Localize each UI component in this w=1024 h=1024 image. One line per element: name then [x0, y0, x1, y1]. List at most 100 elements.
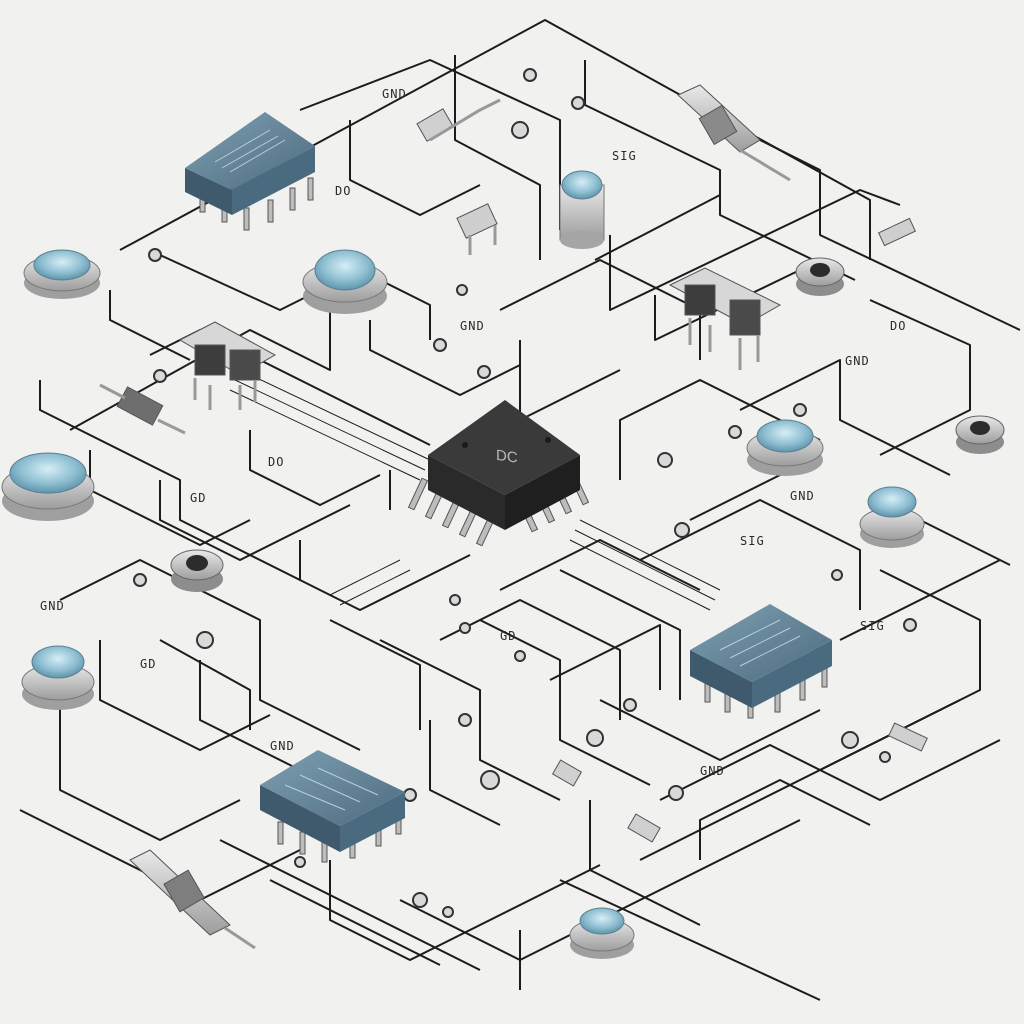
solder-pad: [449, 594, 461, 606]
trace: [699, 779, 871, 860]
trace: [639, 699, 961, 861]
solder-pad: [571, 96, 585, 110]
ic-top-left: [185, 112, 315, 231]
hex-nut: [170, 549, 224, 592]
trace: [159, 480, 351, 561]
resistor: [99, 383, 186, 435]
solder-pad: [458, 713, 472, 727]
solder-pad: [514, 650, 526, 662]
solder-pad: [793, 403, 807, 417]
trace: [429, 720, 501, 826]
label-sig: SIG: [612, 149, 637, 163]
solder-pad: [657, 452, 673, 468]
trace: [159, 639, 251, 730]
small-components: [99, 84, 928, 950]
solder-pad: [294, 856, 306, 868]
trace: [199, 660, 301, 771]
solder-pad: [674, 522, 690, 538]
trace: [159, 254, 431, 340]
solder-pad: [523, 68, 537, 82]
push-button: [859, 486, 925, 548]
connector: [456, 203, 498, 255]
solder-pad: [153, 369, 167, 383]
text-labels: GND GND GND GND GND GND GND SIG SIG SIG …: [40, 87, 905, 778]
solder-pad: [668, 785, 684, 801]
trace: [839, 559, 1001, 641]
central-chip: DC: [407, 400, 590, 547]
trace: [574, 529, 716, 601]
trace: [559, 879, 821, 1001]
cylinder-cap: [559, 170, 605, 249]
solder-pad: [728, 425, 742, 439]
ic-bottom-right: [690, 604, 832, 719]
metal-nuts: [170, 257, 1005, 592]
solder-pad: [903, 618, 917, 632]
solder-pad: [148, 248, 162, 262]
trace: [454, 55, 541, 260]
solder-pad: [477, 365, 491, 379]
solder-pad: [133, 573, 147, 587]
label-sig: SIG: [740, 534, 765, 548]
trace: [919, 519, 1011, 566]
trace: [594, 194, 721, 261]
trace: [639, 499, 861, 610]
trace: [439, 599, 621, 720]
solder-pad: [412, 892, 428, 908]
solder-pad: [879, 751, 891, 763]
trace: [659, 739, 1001, 801]
trace: [339, 569, 411, 606]
solder-pad: [459, 622, 471, 634]
label-gnd: GND: [845, 354, 870, 368]
trace: [59, 559, 361, 751]
solder-pad: [623, 698, 637, 712]
solder-pad: [433, 338, 447, 352]
trace: [739, 359, 951, 476]
solder-pad: [196, 631, 214, 649]
push-button: [302, 249, 388, 314]
trace: [869, 299, 971, 456]
label-gnd: GND: [700, 764, 725, 778]
solder-pad: [442, 906, 454, 918]
label-gnd: GND: [270, 739, 295, 753]
trace: [619, 379, 821, 480]
trace: [59, 700, 241, 841]
push-button: [569, 907, 635, 959]
connector: [877, 217, 917, 247]
trace: [589, 800, 701, 926]
resistor: [129, 849, 256, 950]
push-button: [21, 645, 95, 710]
trace: [239, 369, 431, 461]
trace: [269, 879, 441, 966]
trace: [329, 619, 421, 730]
push-button: [746, 419, 824, 476]
label-gnd: GND: [460, 319, 485, 333]
label-sig: SIG: [860, 619, 885, 633]
label-gnd: GND: [790, 489, 815, 503]
trace: [739, 129, 1021, 331]
push-button: [23, 249, 101, 299]
solder-pad: [480, 770, 500, 790]
label-gnd: GND: [382, 87, 407, 101]
trace: [39, 380, 301, 581]
trace: [569, 539, 711, 611]
transistor-cluster: [668, 267, 782, 370]
ic-bottom-left: [260, 750, 405, 863]
trace: [479, 619, 651, 786]
trace: [229, 389, 421, 481]
solder-pad: [841, 731, 859, 749]
trace: [609, 189, 901, 311]
solder-pad: [511, 121, 529, 139]
transistor-cluster: [178, 321, 277, 410]
push-buttons: [1, 170, 925, 959]
solder-pads: [133, 68, 917, 918]
trace: [109, 290, 191, 361]
label-gnd: GND: [40, 599, 65, 613]
trace: [379, 639, 561, 801]
label-gd: GD: [190, 491, 206, 505]
label-do: DO: [268, 455, 284, 469]
trace: [219, 839, 481, 971]
resistor: [677, 84, 791, 182]
solder-pad: [831, 569, 843, 581]
trace: [329, 559, 401, 596]
